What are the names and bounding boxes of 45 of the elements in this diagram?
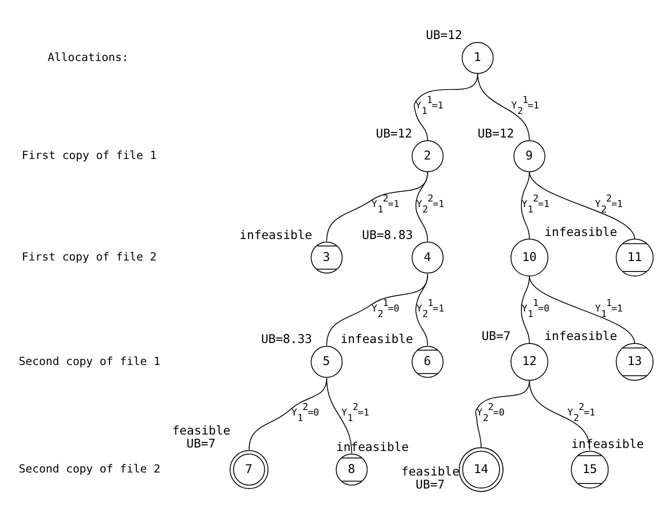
node-circle: 8 (336, 453, 368, 486)
node-circle: 14 (458, 446, 504, 492)
node-label: UB=7 (482, 328, 511, 343)
connector (415, 273, 428, 346)
node-circle: 13 (616, 342, 654, 380)
node-label: infeasible (340, 332, 414, 346)
connector (528, 170, 636, 239)
node-circle: 11 (616, 238, 654, 276)
connector (415, 170, 428, 242)
node-label: UB=7 (416, 476, 445, 491)
node-circle: 9 (513, 140, 546, 172)
node-label: UB=12 (376, 126, 412, 140)
node-circle: 4 (412, 241, 444, 274)
node-circle: 5 (310, 345, 343, 378)
connector (248, 377, 328, 450)
node-label: UB=12 (426, 28, 462, 42)
node-label: UB=12 (478, 126, 514, 140)
label: Allocations: (48, 50, 129, 64)
label: Second copy of file 2 (18, 462, 160, 476)
node-circle: 10 (510, 238, 548, 276)
node-label: infeasible (544, 328, 618, 343)
node-circle: 7 (230, 450, 268, 488)
node-circle: 2 (412, 140, 444, 172)
connector (528, 379, 590, 450)
connector (414, 72, 478, 141)
node-circle: 12 (510, 342, 548, 380)
node-label: feasible (401, 464, 460, 478)
node-label: UB=8.33 (261, 332, 312, 346)
connector (477, 72, 530, 141)
node-label: feasible (172, 422, 230, 437)
node-circle: 3 (310, 241, 343, 274)
connector (326, 273, 428, 346)
node-circle: 1 (462, 41, 494, 74)
label: Second copy of file 1 (18, 354, 160, 368)
node-circle: 6 (412, 345, 444, 378)
node-label: UB=7 (186, 436, 216, 450)
label: First copy of file 1 (22, 148, 157, 162)
label: First copy of file 2 (22, 250, 157, 264)
node-label: infeasible (544, 224, 618, 238)
node-label: infeasible (240, 227, 312, 242)
node-circle: 15 (570, 450, 609, 488)
node-label: UB=8.83 (362, 227, 413, 242)
connector (326, 170, 428, 242)
connector (528, 275, 636, 344)
connector (326, 377, 352, 454)
